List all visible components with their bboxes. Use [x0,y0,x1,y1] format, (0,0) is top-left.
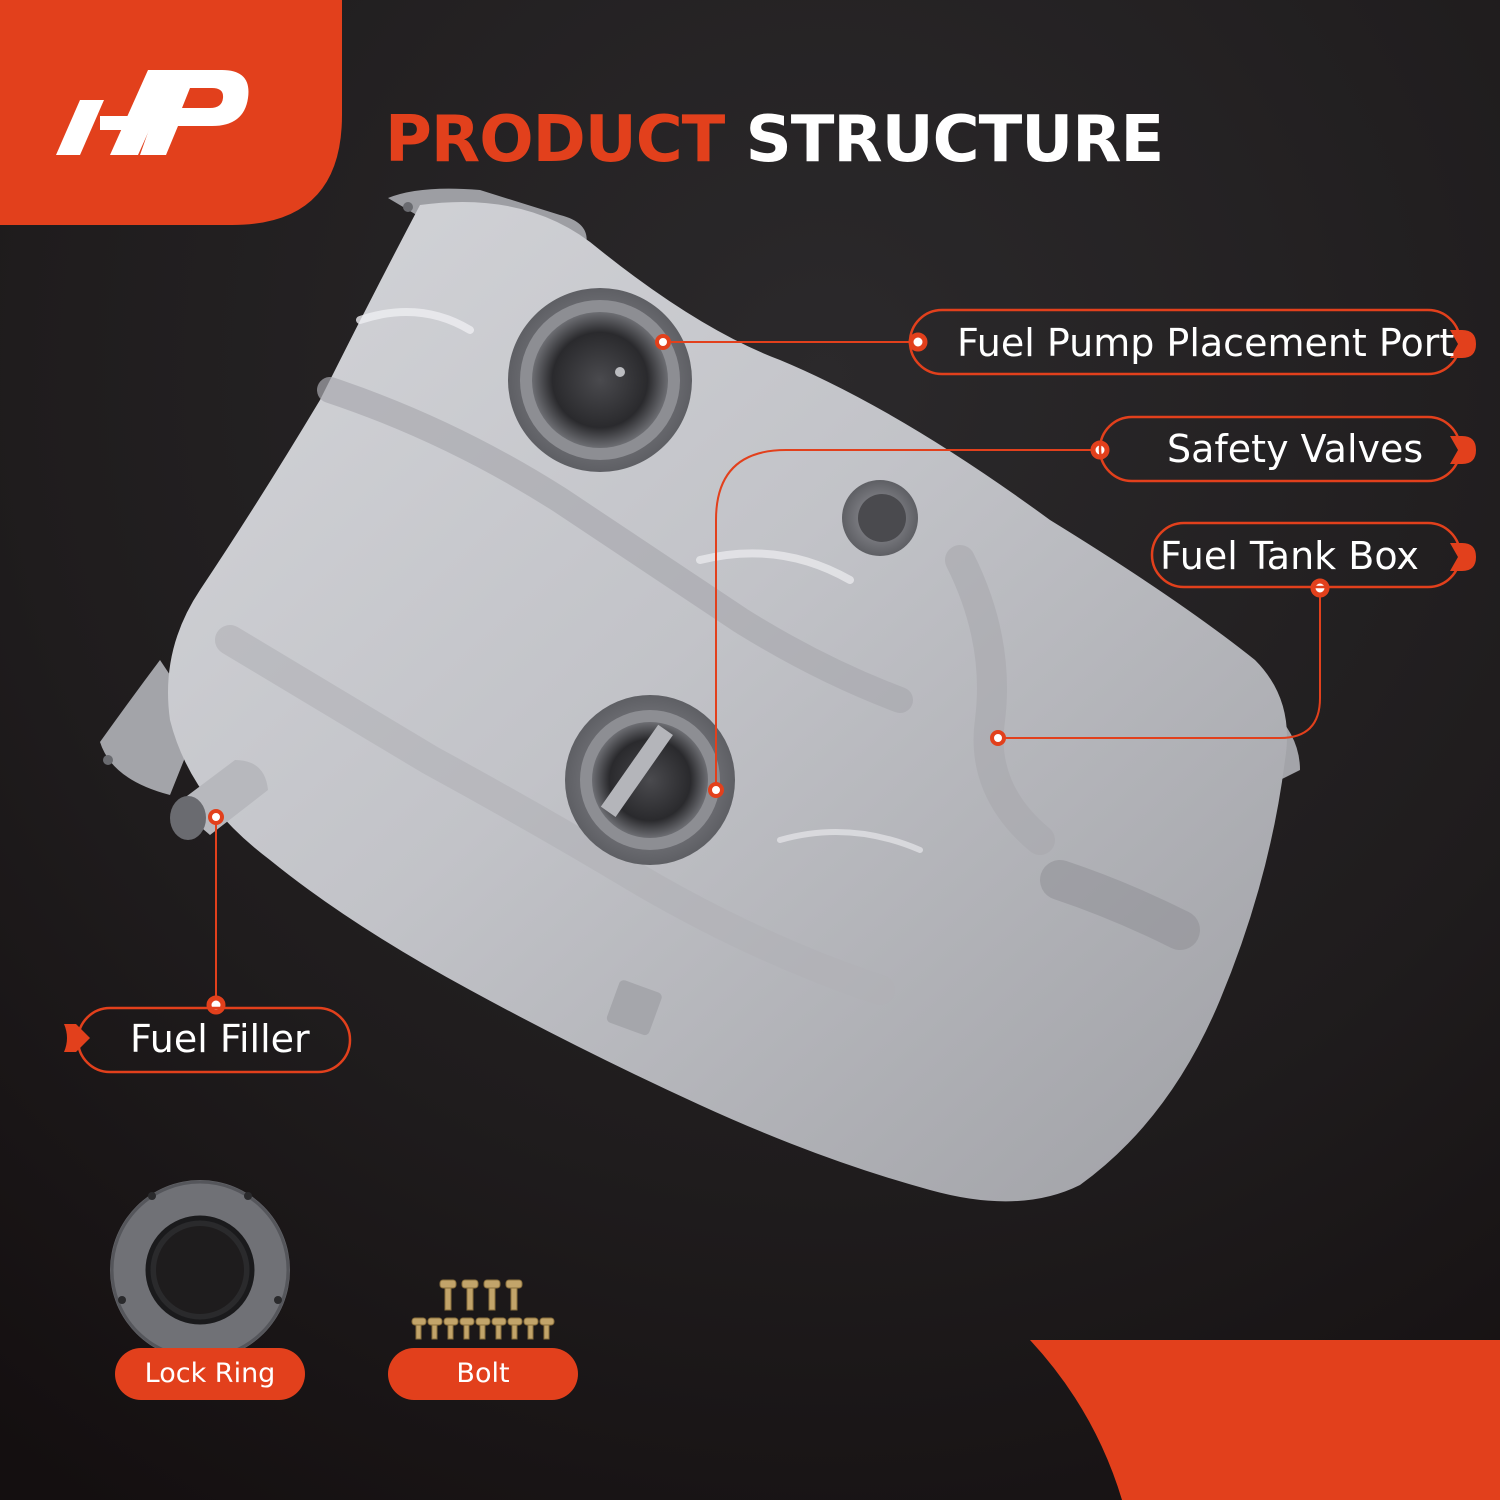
dot-pump-label [908,332,928,352]
title-rest: STRUCTURE [745,103,1165,177]
dot-filler [208,809,224,825]
corner-accent-bottom-right [1030,1340,1500,1500]
callout-fuel-tank-box: Fuel Tank Box [1160,534,1419,578]
bolt-pill [388,1348,578,1400]
dot-pump-port [655,334,671,350]
arrow-right-icon [1450,436,1476,464]
label-bolt: Bolt [456,1358,510,1389]
dot-filler-label [206,995,226,1015]
arrow-right-icon [1450,330,1476,358]
callout-fuel-filler: Fuel Filler [130,1017,310,1061]
title-highlight: PRODUCT [385,103,725,177]
arrow-right-icon [1450,543,1476,571]
brand-logo-icon [56,70,249,155]
dot-valve [708,782,724,798]
label-lock-ring: Lock Ring [144,1358,276,1389]
lock-ring-image [110,1180,290,1360]
arrow-left-icon [64,1024,90,1052]
bolt-set-image [411,1279,555,1340]
callout-safety-valves: Safety Valves [1167,427,1424,471]
lock-ring-pill [115,1348,305,1400]
fuel-tank-image [100,188,1300,1202]
callout-fuel-pump-port: Fuel Pump Placement Port [957,321,1455,365]
pill-arrow-icons [64,330,1476,1052]
leader-lines [215,341,1321,1005]
dot-tank-box [990,730,1006,746]
page-title: PRODUCT STRUCTURE [385,108,1164,172]
